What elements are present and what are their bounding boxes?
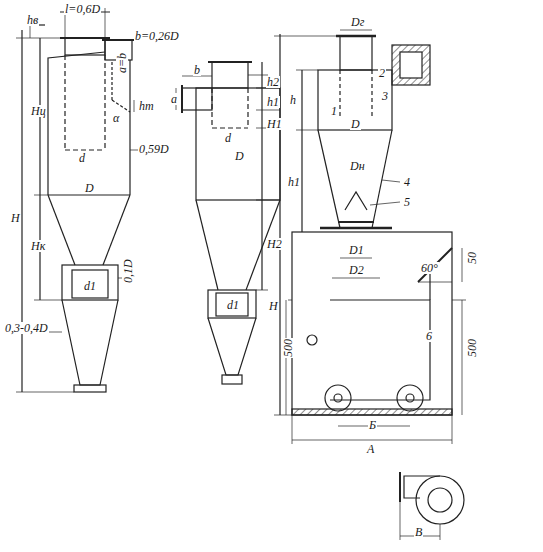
dimension-label: 4 [403, 176, 411, 188]
left-cyclone [16, 8, 140, 392]
dimension-label: H [10, 212, 21, 224]
dimension-label: Hц [30, 105, 47, 117]
dimension-label: 500 [282, 338, 294, 358]
dimension-label: hв [26, 14, 39, 26]
dimension-label: Б [368, 419, 377, 431]
dimension-label: l=0,6D [64, 3, 101, 15]
dimension-label: 0,59D [138, 143, 170, 155]
dimension-label: d1 [226, 299, 240, 311]
dimension-label: A [366, 443, 375, 455]
dimension-label: D [350, 118, 361, 130]
dimension-label: h [289, 94, 297, 106]
dimension-label: D [234, 150, 245, 162]
dimension-label: d [224, 132, 232, 144]
plan-view [400, 472, 464, 540]
dimension-label: b=0,26D [134, 30, 180, 42]
dimension-label: 0,3-0,4D [4, 322, 49, 334]
middle-cyclone [176, 62, 280, 384]
dimension-label: D1 [348, 244, 365, 256]
dimension-label: h2 [266, 76, 280, 88]
dimension-label: 60° [420, 262, 439, 274]
dimension-label: H1 [266, 118, 283, 130]
dimension-label: В [414, 526, 423, 538]
dimension-label: 5 [403, 196, 411, 208]
dimension-label: h1 [287, 176, 301, 188]
dimension-label: 50 [466, 251, 478, 265]
dimension-label: Dг [350, 16, 365, 28]
dimension-label: D2 [348, 264, 365, 276]
dimension-label: d1 [83, 280, 97, 292]
dimension-label: 1 [330, 105, 338, 117]
dimension-label: a=b [116, 52, 128, 74]
dimension-label: hт [138, 100, 155, 112]
dimension-label: D [84, 182, 95, 194]
dimension-label: 3 [381, 90, 389, 102]
dimension-label: H [268, 300, 279, 312]
dimension-label: 6 [425, 330, 433, 342]
dimension-label: a [170, 93, 178, 105]
dimension-label: 0,1D [122, 258, 134, 284]
dimension-label: d [78, 152, 86, 164]
dimension-label: 2 [378, 67, 386, 79]
right-apparatus [274, 30, 466, 444]
dimension-label: H2 [266, 238, 283, 250]
dimension-label: α [112, 112, 120, 124]
dimension-label: Hк [30, 240, 46, 252]
dimension-label: h1 [266, 96, 280, 108]
dimension-label: b [193, 64, 201, 76]
dimension-label: 500 [466, 338, 478, 358]
dimension-label: Dн [349, 160, 366, 172]
